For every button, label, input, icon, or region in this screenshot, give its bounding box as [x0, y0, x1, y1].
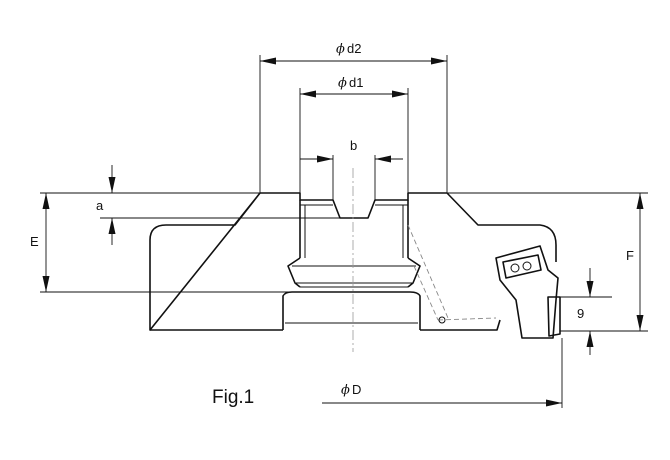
- nine-arrow-bottom: [586, 331, 594, 347]
- d1-arrow-left: [300, 90, 316, 98]
- d1-label: d1: [349, 75, 363, 90]
- E-arrow-top: [42, 193, 50, 209]
- a-arrow-top: [108, 177, 116, 193]
- body-bottom-right: [420, 319, 501, 331]
- d1-arrow-right: [392, 90, 408, 98]
- F-label: F: [626, 248, 634, 263]
- d2-arrow-left: [260, 57, 276, 65]
- dimension-F: F: [447, 192, 648, 332]
- dimension-E: E: [30, 193, 292, 293]
- figure-caption: Fig.1: [212, 387, 254, 408]
- hidden-line-3: [437, 317, 497, 321]
- b-arrow-right: [375, 155, 391, 163]
- a-arrow-bottom: [108, 218, 116, 234]
- a-label: a: [96, 198, 104, 213]
- cartridge-body: [495, 245, 559, 339]
- screw-1: [510, 263, 520, 273]
- dimension-D: ϕ D: [322, 338, 563, 408]
- D-arrow-right: [546, 399, 562, 407]
- b-arrow-left: [317, 155, 333, 163]
- dimension-9: 9: [560, 268, 612, 355]
- d2-label: d2: [347, 41, 361, 56]
- insert-tip: [547, 296, 561, 337]
- dimension-d2: ϕ d2: [259, 41, 448, 193]
- dimension-a: a: [40, 165, 340, 245]
- E-label: E: [30, 234, 39, 249]
- F-arrow-bottom: [636, 315, 644, 331]
- insert: [502, 254, 542, 279]
- d1-phi: ϕ: [338, 76, 347, 91]
- F-arrow-top: [636, 193, 644, 209]
- d2-arrow-right: [431, 57, 447, 65]
- nine-label: 9: [577, 306, 584, 321]
- coolant-hole: [438, 316, 446, 324]
- nine-arrow-top: [586, 281, 594, 297]
- body-outline: [149, 192, 557, 331]
- D-label: D: [352, 382, 361, 397]
- hidden-line-2: [413, 265, 439, 321]
- d2-phi: ϕ: [336, 42, 345, 57]
- D-phi: ϕ: [341, 383, 350, 398]
- screw-2: [522, 261, 532, 271]
- relief-groove: [287, 257, 421, 288]
- tool-body: [149, 192, 557, 331]
- dimension-d1: ϕ d1: [299, 75, 409, 193]
- b-label: b: [350, 138, 357, 153]
- hub-bottom: [282, 291, 421, 330]
- insert-cartridge: [407, 224, 561, 339]
- E-arrow-bottom: [42, 276, 50, 292]
- dimension-b: b: [300, 138, 403, 200]
- hidden-line-1: [407, 224, 449, 319]
